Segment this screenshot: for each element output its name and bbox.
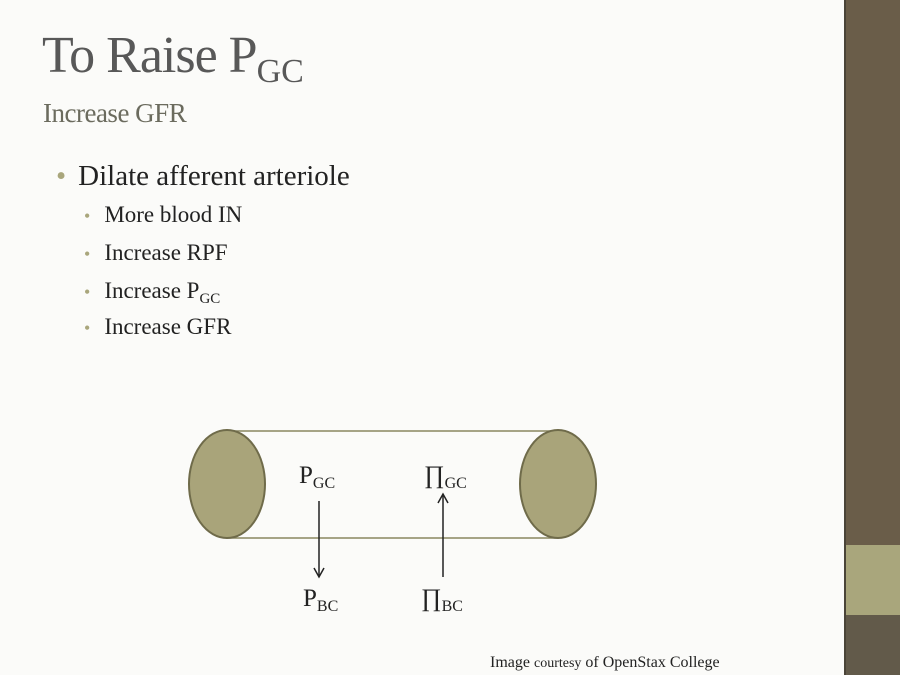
sub-bullet-text: Increase P	[104, 278, 200, 303]
credit-part: courtesy	[533, 656, 582, 671]
sub-bullet: • Increase PGC	[84, 278, 220, 308]
sidebar-bottom-band	[846, 615, 900, 675]
bullet-dot-icon: •	[56, 160, 67, 192]
label-sub: BC	[316, 598, 339, 615]
sub-bullet-text: Increase GFR	[104, 314, 232, 339]
label-sub: GC	[444, 475, 467, 492]
bullet-dot-icon: •	[84, 318, 91, 338]
bullet-dot-icon: •	[84, 244, 91, 264]
label-main: ∏	[424, 462, 445, 489]
label-pi-gc: ∏GC	[424, 462, 467, 493]
title-subscript: GC	[256, 53, 304, 90]
credit-part: of OpenStax College	[585, 654, 720, 671]
tube-right-end	[519, 429, 597, 539]
title-text: To Raise P	[42, 27, 258, 84]
sub-bullet-text: Increase RPF	[104, 240, 228, 265]
label-p-bc: PBC	[303, 585, 338, 616]
tube-left-end	[188, 429, 266, 539]
label-pi-bc: ∏BC	[421, 585, 463, 616]
sub-bullet: • More blood IN	[84, 202, 242, 228]
slide-title: To Raise PGC	[42, 30, 304, 89]
label-p-gc: PGC	[299, 462, 335, 493]
image-credit: Image courtesy of OpenStax College	[490, 654, 720, 672]
sub-bullet: • Increase RPF	[84, 240, 228, 266]
arrow-down-icon	[313, 501, 325, 579]
slide-sidebar-decoration	[844, 0, 900, 675]
bullet-dot-icon: •	[84, 206, 91, 226]
sub-bullet: • Increase GFR	[84, 314, 231, 340]
sub-bullet-text: More blood IN	[104, 202, 243, 227]
label-sub: GC	[312, 475, 336, 492]
sidebar-accent-band	[846, 545, 900, 615]
label-main: P	[299, 462, 313, 489]
label-main: P	[303, 585, 317, 612]
label-sub: BC	[441, 598, 463, 615]
bullet-dot-icon: •	[84, 282, 91, 302]
label-main: ∏	[421, 585, 442, 612]
arrow-up-icon	[437, 492, 449, 577]
credit-part: Image	[490, 654, 530, 671]
bullet-text: Dilate afferent arteriole	[78, 160, 350, 192]
bullet-main: • Dilate afferent arteriole	[56, 160, 350, 193]
sub-bullet-subscript: GC	[199, 291, 221, 307]
slide-subtitle: Increase GFR	[43, 98, 187, 128]
